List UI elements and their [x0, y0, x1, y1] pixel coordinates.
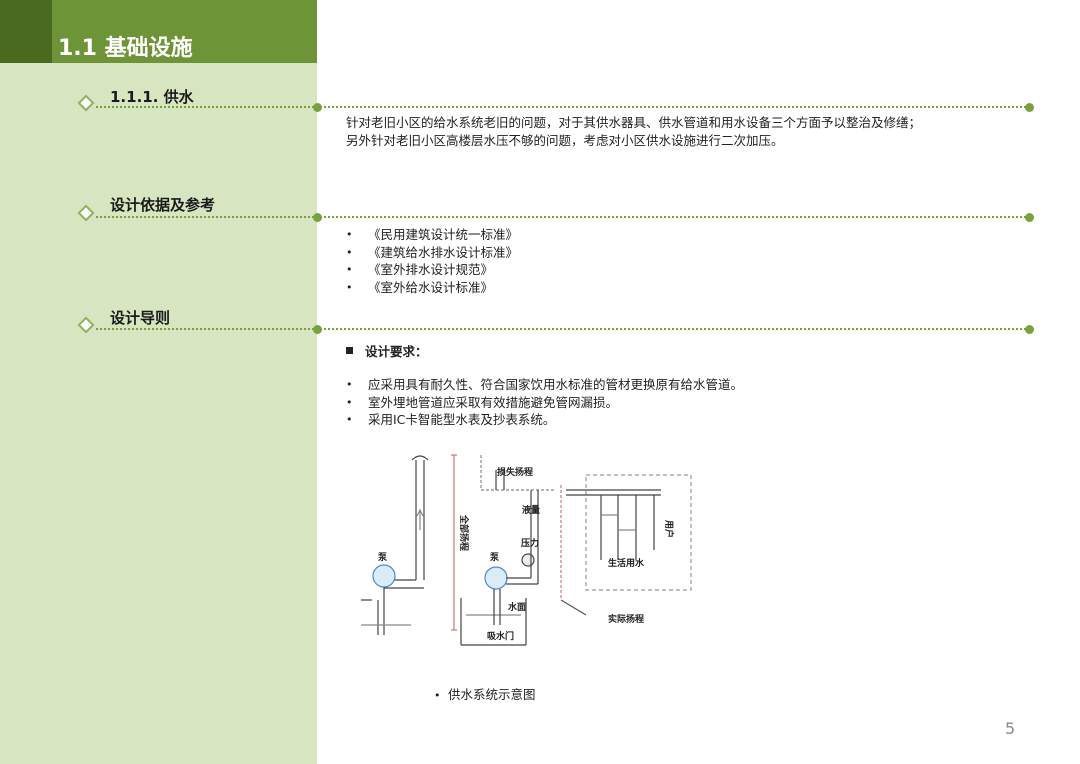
- bullet-icon: •: [434, 689, 441, 702]
- section-divider: [96, 106, 318, 108]
- reference-item: 《民用建筑设计统一标准》: [346, 226, 518, 244]
- caption-text: 供水系统示意图: [448, 687, 536, 702]
- intro-paragraph: 针对老旧小区的给水系统老旧的问题，对于其供水器具、供水管道和用水设备三个方面予以…: [346, 114, 1036, 150]
- page-number: 5: [1005, 719, 1016, 738]
- label-suction-valve: 吸水门: [487, 630, 514, 642]
- label-user: 用户: [663, 519, 675, 538]
- reference-item: 《建筑给水排水设计标准》: [346, 244, 518, 262]
- divider-end-dot: [1025, 213, 1034, 222]
- section-divider: [96, 216, 318, 218]
- label-domestic-water: 生活用水: [608, 557, 645, 569]
- label-pump-right: 泵: [490, 552, 500, 563]
- requirements-heading: 设计要求：: [346, 341, 428, 360]
- divider-end-dot: [1025, 325, 1034, 334]
- label-pump-left: 泵: [378, 552, 388, 563]
- section-divider: [96, 328, 318, 330]
- reference-item: 《室外排水设计规范》: [346, 261, 518, 279]
- label-loss-head: 损失扬程: [497, 466, 533, 478]
- requirement-item: 室外埋地管道应采取有效措施避免管网漏损。: [346, 394, 743, 412]
- content-divider: [317, 328, 1029, 330]
- requirements-title: 设计要求：: [365, 344, 428, 359]
- label-actual-head: 实际扬程: [608, 613, 644, 625]
- diagram-caption: • 供水系统示意图: [434, 684, 536, 703]
- content-divider: [317, 106, 1029, 108]
- requirements-list: 应采用具有耐久性、符合国家饮用水标准的管材更换原有给水管道。 室外埋地管道应采取…: [346, 376, 743, 429]
- square-bullet-icon: [346, 347, 353, 354]
- header-accent-block: [0, 0, 52, 63]
- sidebar-panel: [0, 0, 317, 764]
- section-title-design-basis: 设计依据及参考: [110, 196, 216, 214]
- requirement-item: 采用IC卡智能型水表及抄表系统。: [346, 411, 743, 429]
- section-title-design-guidelines: 设计导则: [110, 309, 171, 327]
- intro-line: 针对老旧小区的给水系统老旧的问题，对于其供水器具、供水管道和用水设备三个方面予以…: [346, 115, 922, 130]
- label-total-head: 全部扬程: [458, 514, 470, 551]
- section-title-water-supply: 1.1.1. 供水: [110, 88, 194, 106]
- water-supply-diagram: 损失扬程 全部扬程 液量 压力 泵 泵 用户 生活用水 水面 实际扬程 吸水门: [361, 454, 692, 646]
- label-water-surface: 水面: [508, 601, 526, 613]
- reference-list: 《民用建筑设计统一标准》 《建筑给水排水设计标准》 《室外排水设计规范》 《室外…: [346, 226, 518, 296]
- content-divider: [317, 216, 1029, 218]
- label-pressure: 压力: [521, 537, 539, 549]
- requirement-item: 应采用具有耐久性、符合国家饮用水标准的管材更换原有给水管道。: [346, 376, 743, 394]
- label-flow: 液量: [522, 504, 540, 516]
- intro-line: 另外针对老旧小区高楼层水压不够的问题，考虑对小区供水设施进行二次加压。: [346, 133, 784, 148]
- reference-item: 《室外给水设计标准》: [346, 279, 518, 297]
- header-band: [0, 0, 317, 63]
- page-title: 1.1 基础设施: [58, 36, 193, 61]
- divider-end-dot: [1025, 103, 1034, 112]
